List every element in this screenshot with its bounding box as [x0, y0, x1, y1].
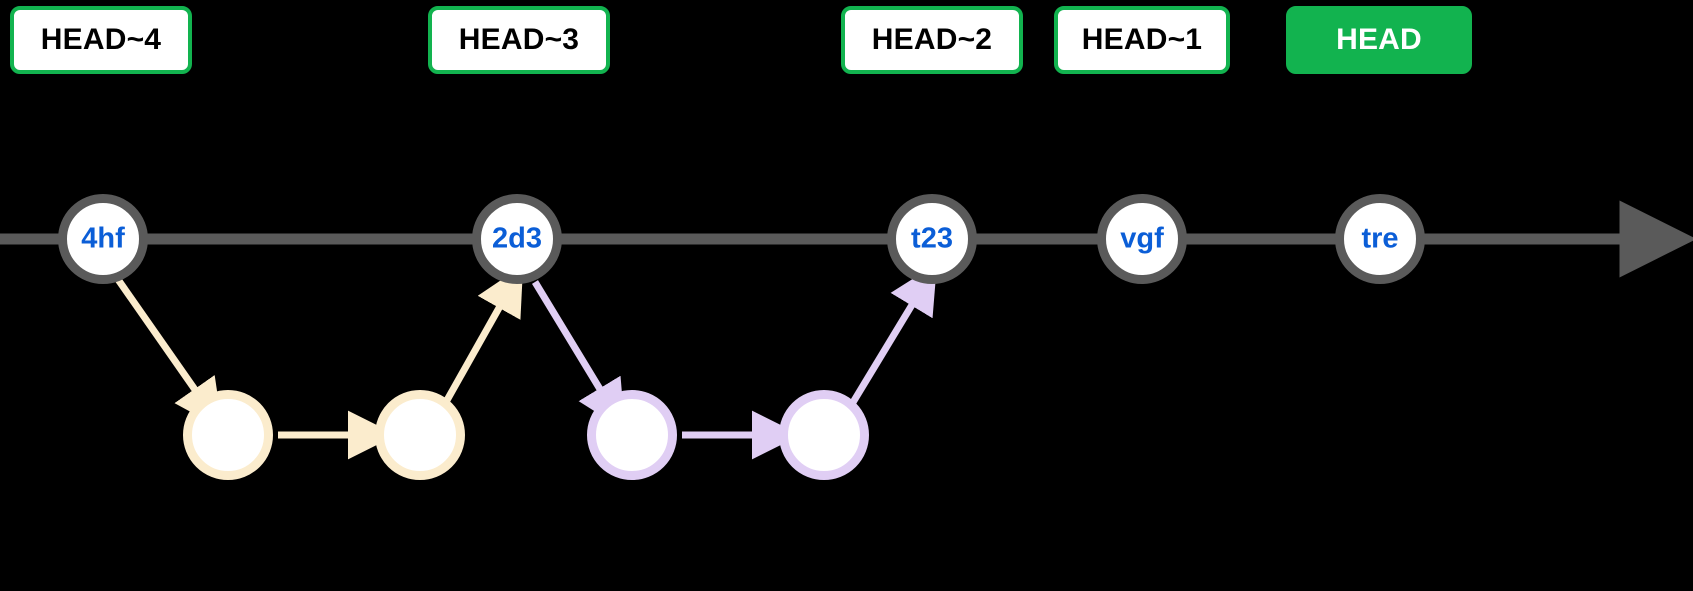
purple-edge-from-2d3 [532, 280, 625, 431]
main-commit-node-2d3[interactable] [472, 194, 562, 284]
purple-edge-to-t23 [849, 263, 937, 406]
cream-edge-to-2d3 [442, 265, 524, 404]
main-commit-node-t23[interactable] [887, 194, 977, 284]
purple-commit-node[interactable] [587, 390, 677, 480]
cream-commit-node[interactable] [183, 390, 273, 480]
cream-edge-from-4hf [114, 275, 223, 430]
cream-commit-node[interactable] [375, 390, 465, 480]
head-badge-head4[interactable]: HEAD~4 [10, 6, 192, 74]
head-badge-head1[interactable]: HEAD~1 [1054, 6, 1230, 74]
head-badge-head[interactable]: HEAD [1286, 6, 1472, 74]
main-commit-node-vgf[interactable] [1097, 194, 1187, 284]
main-commit-node-4hf[interactable] [58, 194, 148, 284]
head-badge-head2[interactable]: HEAD~2 [841, 6, 1023, 74]
purple-commit-node[interactable] [779, 390, 869, 480]
main-commit-node-tre[interactable] [1335, 194, 1425, 284]
head-badge-head3[interactable]: HEAD~3 [428, 6, 610, 74]
